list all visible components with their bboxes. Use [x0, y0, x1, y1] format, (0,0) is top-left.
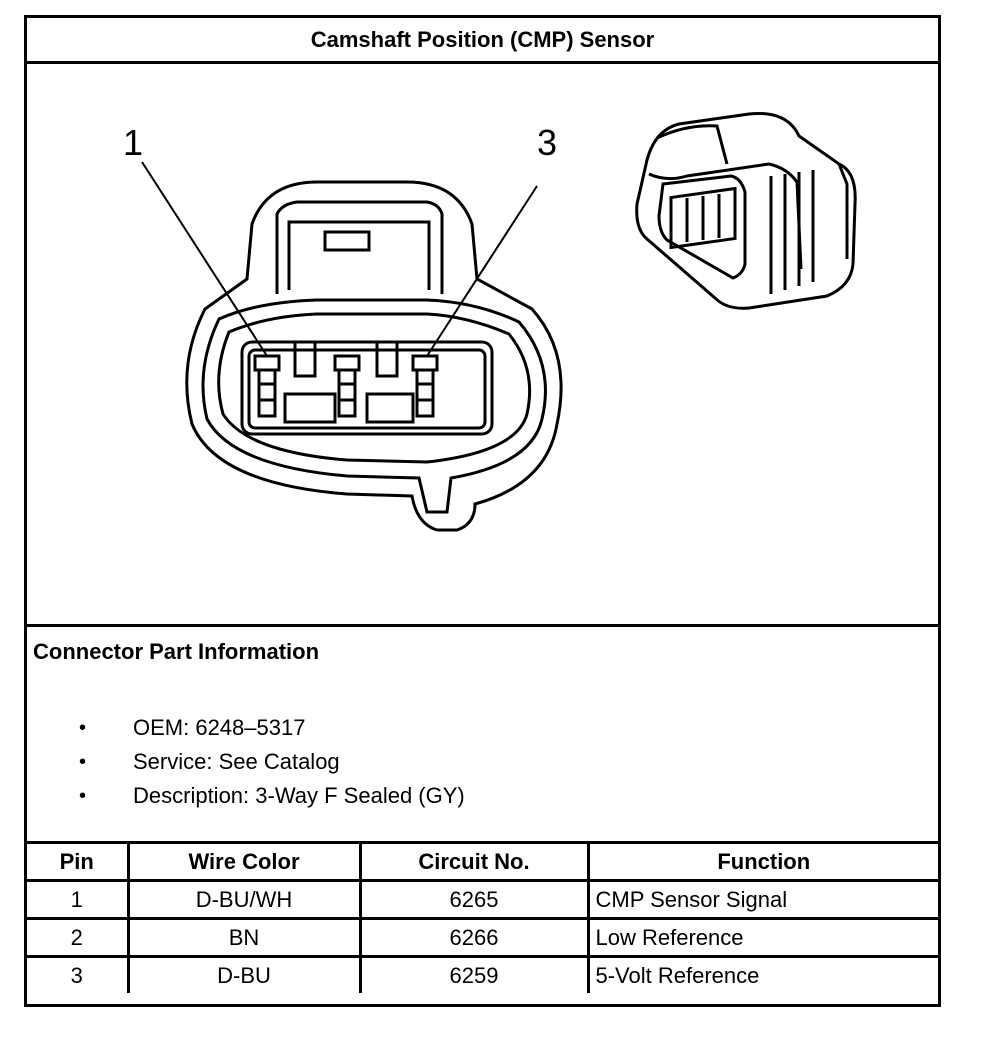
pin-table: Pin Wire Color Circuit No. Function 1 D-…: [27, 844, 938, 993]
cell-wire-color: BN: [126, 917, 362, 958]
header-wire-color: Wire Color: [126, 844, 362, 882]
cell-circuit-no: 6259: [358, 955, 590, 993]
header-circuit-no: Circuit No.: [358, 844, 590, 882]
list-item: • Description: 3-Way F Sealed (GY): [79, 779, 465, 813]
pin-3-leader-line: [426, 185, 538, 357]
table-row: 1 D-BU/WH 6265 CMP Sensor Signal: [27, 879, 938, 920]
pin-1-leader-line: [141, 161, 268, 357]
callout-pin-3: 3: [537, 122, 558, 163]
connector-mid-contour: [201, 298, 547, 514]
cell-function: CMP Sensor Signal: [586, 879, 938, 920]
service-part-number: Service: See Catalog: [133, 749, 340, 774]
cell-circuit-no: 6265: [358, 879, 590, 920]
connector-info-heading: Connector Part Information: [33, 639, 320, 664]
list-item: • Service: See Catalog: [79, 745, 465, 779]
connector-figure: 1 3: [27, 64, 938, 627]
oem-part-number: OEM: 6248–5317: [133, 715, 306, 740]
connector-latch: [275, 200, 444, 294]
table-row: 3 D-BU 6259 5-Volt Reference: [27, 955, 938, 993]
pin-1-terminal: [253, 354, 281, 372]
terminal-cavity: [240, 340, 494, 436]
bullet-icon: •: [79, 785, 87, 807]
connector-info-section: Connector Part Information • OEM: 6248–53…: [27, 627, 938, 844]
connector-description: Description: 3-Way F Sealed (GY): [133, 783, 465, 808]
cell-wire-color: D-BU/WH: [126, 879, 362, 920]
header-function: Function: [586, 844, 938, 882]
list-item: • OEM: 6248–5317: [79, 711, 465, 745]
callout-pin-1: 1: [123, 122, 144, 163]
table-row: 2 BN 6266 Low Reference: [27, 917, 938, 958]
cell-pin: 2: [27, 917, 130, 958]
cell-pin: 3: [27, 955, 130, 993]
connector-outer-shell: [185, 180, 563, 532]
pin-3-terminal: [411, 354, 439, 372]
cell-circuit-no: 6266: [358, 917, 590, 958]
connector-isometric-view: [635, 111, 857, 310]
pin-2-terminal: [333, 354, 361, 372]
table-header-row: Pin Wire Color Circuit No. Function: [27, 844, 938, 882]
connector-drawing: [141, 111, 857, 532]
cell-wire-color: D-BU: [126, 955, 362, 993]
bullet-icon: •: [79, 751, 87, 773]
connector-info-list: • OEM: 6248–5317 • Service: See Catalog • D…: [79, 711, 465, 813]
header-pin: Pin: [27, 844, 130, 882]
diagram-title: Camshaft Position (CMP) Sensor: [27, 18, 938, 64]
cell-pin: 1: [27, 879, 130, 920]
connector-inner-contour: [217, 312, 532, 464]
cell-function: 5-Volt Reference: [586, 955, 938, 993]
cell-function: Low Reference: [586, 917, 938, 958]
bullet-icon: •: [79, 717, 87, 739]
diagram-frame: Camshaft Position (CMP) Sensor: [24, 15, 941, 1007]
